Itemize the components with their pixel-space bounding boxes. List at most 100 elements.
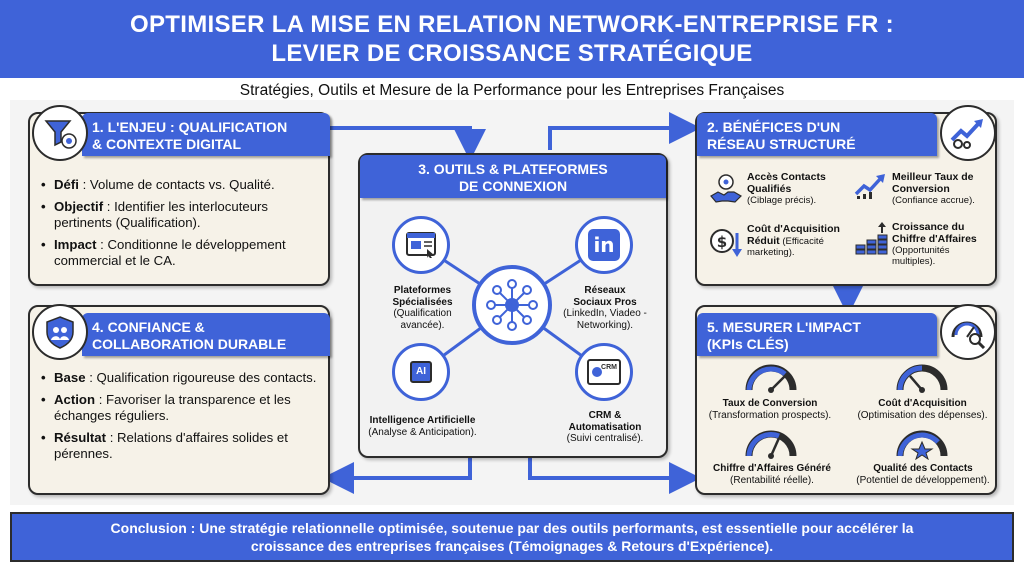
benefit-sub: (Ciblage précis). — [747, 195, 817, 206]
card-enjeu-title-line-1: 1. L'ENJEU : QUALIFICATION — [92, 119, 288, 135]
benefit-title: Accès Contacts — [747, 171, 826, 183]
kpi-title: Taux de Conversion — [722, 398, 818, 409]
benefit-sub: (Confiance accrue). — [892, 195, 975, 206]
list-item: Objectif : Identifier les interlocuteurs… — [40, 199, 322, 232]
shield-handshake-icon — [32, 304, 88, 360]
list-item: Action : Favoriser la transparence et le… — [40, 392, 322, 425]
item-text: : Qualification rigoureuse des contacts. — [85, 370, 317, 385]
tool-sub: avancée). — [400, 319, 445, 331]
card-confiance-title-line-1: 4. CONFIANCE & — [92, 319, 205, 335]
gauge-icon — [894, 362, 950, 399]
benefit-sub: multiples). — [892, 256, 936, 267]
title-line-2: LEVIER DE CROISSANCE STRATÉGIQUE — [271, 40, 753, 67]
kpi-conversion: Taux de Conversion (Transformation prosp… — [700, 398, 840, 421]
benefit-item: Meilleur Taux de Conversion (Confiance a… — [892, 171, 992, 206]
conclusion-banner: Conclusion : Une stratégie relationnelle… — [10, 512, 1014, 562]
tool-ia-label: Intelligence Artificielle (Analyse & Ant… — [360, 415, 485, 438]
item-label: Résultat — [54, 429, 107, 445]
card-confiance-title-line-2: COLLABORATION DURABLE — [92, 336, 287, 352]
gauge-icon — [743, 362, 799, 399]
kpi-title: Qualité des Contacts — [873, 463, 973, 474]
tool-reseaux-label: Réseaux Sociaux Pros (LinkedIn, Viadeo -… — [555, 285, 655, 331]
item-label: Objectif — [54, 198, 104, 214]
card-kpis-title-line-1: 5. MESURER L'IMPACT — [707, 319, 861, 335]
ai-glyph: AI — [410, 361, 432, 383]
kpi-sub: (Transformation prospects). — [708, 409, 832, 421]
card-benefices-title: 2. BÉNÉFICES D'UN RÉSEAU STRUCTURÉ — [697, 113, 937, 156]
tool-crm-label: CRM & Automatisation (Suivi centralisé). — [560, 410, 650, 445]
card-kpis-title: 5. MESURER L'IMPACT (KPIs CLÉS) — [697, 313, 937, 356]
list-item: Base : Qualification rigoureuse des cont… — [40, 370, 322, 387]
tool-sub: (Analyse & Anticipation). — [368, 426, 477, 438]
crm-icon: CRM — [575, 343, 633, 401]
tool-title: Automatisation — [568, 421, 642, 433]
arrow-3-to-2 — [548, 112, 701, 150]
benefit-title: Qualifiés — [747, 182, 792, 195]
handshake-icon — [708, 170, 744, 211]
svg-text:$: $ — [717, 233, 727, 251]
benefit-item: Croissance du Chiffre d'Affaires (Opport… — [892, 221, 992, 267]
benefit-sub: (Opportunités — [892, 245, 950, 256]
web-platform-icon — [392, 216, 450, 274]
card-enjeu-title-line-2: & CONTEXTE DIGITAL — [92, 136, 242, 152]
arrow-3-to-5 — [528, 458, 701, 494]
crm-glyph: CRM — [601, 364, 617, 371]
item-text: : Volume de contacts vs. Qualité. — [78, 177, 275, 192]
card-benefices-title-line-2: RÉSEAU STRUCTURÉ — [707, 136, 856, 152]
item-label: Impact — [54, 236, 97, 252]
benefit-title: Réduit — [747, 234, 780, 247]
funnel-target-icon — [32, 105, 88, 161]
card-outils-title: 3. OUTILS & PLATEFORMES DE CONNEXION — [360, 155, 666, 198]
tool-title: Réseaux — [584, 285, 626, 296]
card-outils-title-line-1: 3. OUTILS & PLATEFORMES — [418, 161, 608, 177]
kpi-qualite-contacts: Qualité des Contacts (Potentiel de dével… — [848, 463, 998, 486]
ai-chip-icon: AI — [392, 343, 450, 401]
list-item: Défi : Volume de contacts vs. Qualité. — [40, 177, 322, 194]
coins-growth-icon — [853, 222, 889, 265]
arrow-3-to-4 — [322, 458, 472, 494]
network-hub-icon — [472, 265, 552, 345]
gauge-icon — [743, 428, 799, 465]
card-kpis-title-line-2: (KPIs CLÉS) — [707, 336, 789, 352]
item-text: : Conditionne le développement commercia… — [54, 236, 286, 269]
list-item: Impact : Conditionne le développement co… — [40, 237, 322, 270]
page-title: OPTIMISER LA MISE EN RELATION NETWORK-EN… — [0, 0, 1024, 78]
benefit-sub: (Efficacité — [782, 235, 824, 247]
item-label: Action — [54, 391, 96, 407]
trend-up-icon — [853, 170, 889, 205]
card-benefices-title-line-1: 2. BÉNÉFICES D'UN — [707, 119, 841, 135]
card-confiance-title: 4. CONFIANCE & COLLABORATION DURABLE — [82, 313, 330, 356]
item-text: : Identifier les interlocuteurs pertinen… — [54, 198, 269, 231]
conclusion-line-1: Conclusion : Une stratégie relationnelle… — [110, 520, 914, 536]
card-enjeu-title: 1. L'ENJEU : QUALIFICATION & CONTEXTE DI… — [82, 113, 330, 156]
card-confiance-list: Base : Qualification rigoureuse des cont… — [40, 370, 322, 468]
item-text: : Relations d'affaires solides et pérenn… — [54, 429, 288, 462]
arrow-1-to-3 — [330, 126, 486, 161]
benefit-item: Coût d'Acquisition Réduit (Efficacité ma… — [747, 223, 847, 258]
gauge-magnifier-icon — [940, 304, 996, 360]
tool-title: Sociaux Pros — [573, 296, 637, 308]
kpi-sub: (Optimisation des dépenses). — [857, 409, 988, 421]
dollar-down-icon: $ — [708, 225, 744, 266]
kpi-sub: (Rentabilité réelle). — [730, 474, 814, 486]
card-outils-title-line-2: DE CONNEXION — [458, 178, 568, 194]
tool-title: CRM & — [588, 410, 622, 421]
tool-sub: Networking). — [576, 319, 634, 331]
tool-plateformes-label: Plateformes Spécialisées (Qualification … — [375, 285, 470, 331]
gauge-star-icon — [894, 428, 950, 465]
list-item: Résultat : Relations d'affaires solides … — [40, 430, 322, 463]
card-enjeu-list: Défi : Volume de contacts vs. Qualité. O… — [40, 177, 322, 275]
kpi-title: Coût d'Acquisition — [878, 398, 967, 409]
kpi-title: Chiffre d'Affaires Généré — [713, 463, 831, 474]
subtitle: Stratégies, Outils et Mesure de la Perfo… — [239, 82, 785, 99]
benefit-title: Croissance du — [892, 221, 965, 233]
tool-title: Spécialisées — [392, 296, 453, 308]
item-text: : Favoriser la transparence et les échan… — [54, 391, 291, 424]
growth-chart-gear-icon — [940, 105, 996, 161]
benefit-sub: marketing). — [747, 247, 795, 258]
linkedin-icon: in — [575, 216, 633, 274]
benefit-title: Coût d'Acquisition — [747, 223, 840, 235]
tool-sub: (LinkedIn, Viadeo - — [563, 308, 647, 319]
item-label: Défi — [54, 177, 79, 192]
